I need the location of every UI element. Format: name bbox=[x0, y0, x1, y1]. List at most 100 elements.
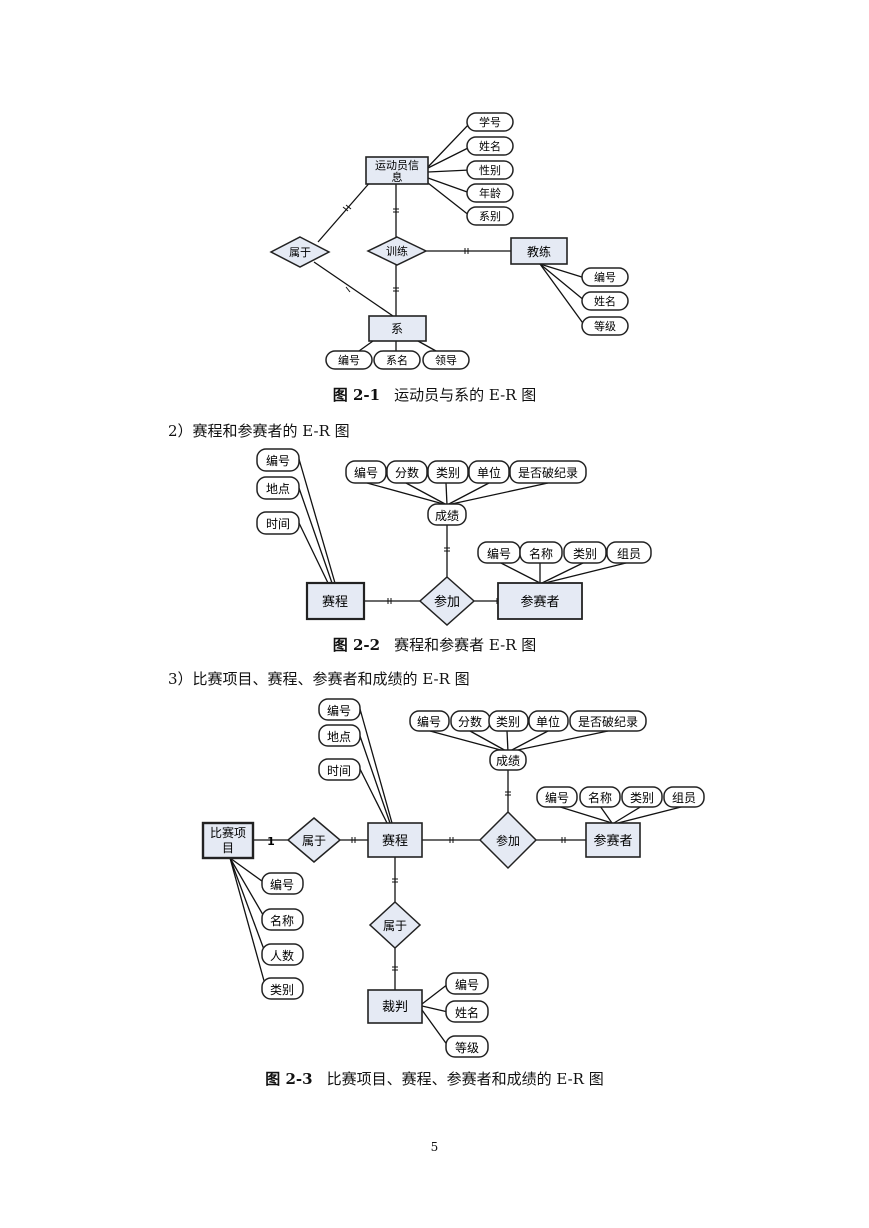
attribute-oval bbox=[488, 710, 529, 732]
result-node: 成绩 bbox=[427, 503, 467, 526]
entity-athlete-info: 运动员信 息 bbox=[365, 156, 429, 185]
attribute-label: 分数 bbox=[458, 714, 482, 729]
attribute-oval bbox=[318, 758, 361, 781]
entity-referee: 裁判 bbox=[367, 989, 423, 1024]
entity-label: 裁判 bbox=[382, 999, 408, 1015]
caption-text: 运动员与系的 E-R 图 bbox=[394, 386, 537, 404]
entity-label: 赛程 bbox=[382, 833, 408, 849]
attribute-label: 学号 bbox=[479, 115, 501, 129]
attribute-label: 编号 bbox=[594, 270, 616, 284]
entity-dept: 系 bbox=[368, 315, 427, 342]
attribute-label: 地点 bbox=[266, 482, 290, 496]
attribute-oval bbox=[256, 511, 300, 535]
attribute-oval bbox=[261, 943, 304, 966]
relation-belongs-referee: 属于 bbox=[368, 900, 422, 950]
entity-event: 比赛项 目 bbox=[201, 821, 255, 860]
attribute-oval bbox=[427, 503, 467, 526]
coach-attributes: 编号 姓名 等级 bbox=[581, 267, 629, 336]
er-diagram-athlete-dept: 运动员信 息 教练 系 属于 训练 学号 姓名 性别 年龄 系别 编号 姓名 bbox=[269, 112, 629, 370]
attribute-label: 组员 bbox=[672, 791, 696, 805]
page-number: 5 bbox=[430, 1140, 439, 1154]
attribute-label: 姓名 bbox=[479, 139, 501, 153]
schedule-attributes: 编号 地点 时间 bbox=[318, 698, 361, 781]
entity-participant: 参赛者 bbox=[497, 582, 583, 620]
attribute-label: 姓名 bbox=[455, 1005, 479, 1020]
attribute-oval bbox=[318, 724, 361, 747]
attribute-label: 系名 bbox=[386, 353, 408, 367]
dept-attributes: 编号 系名 领导 bbox=[325, 350, 470, 370]
attribute-label: 编号 bbox=[417, 714, 441, 729]
athlete-attributes: 学号 姓名 性别 年龄 系别 bbox=[466, 112, 514, 226]
relation-belongs: 属于 bbox=[269, 236, 331, 268]
attribute-oval bbox=[581, 291, 629, 311]
er-diagram-event-schedule-participant-result: 1 比赛项 目 赛程 参赛者 裁判 属于 参加 属于 成绩 编号 分数 类别 bbox=[201, 698, 705, 1058]
attribute-label: 成绩 bbox=[496, 754, 520, 768]
attribute-oval bbox=[422, 350, 470, 370]
fig3-connectors bbox=[229, 708, 686, 1047]
attribute-label: 时间 bbox=[327, 764, 351, 778]
result-attributes: 编号 分数 类别 单位 是否破纪录 bbox=[345, 460, 587, 484]
attribute-label: 类别 bbox=[496, 715, 520, 729]
relation-label: 训练 bbox=[386, 244, 408, 258]
caption-text: 赛程和参赛者 E-R 图 bbox=[394, 636, 537, 654]
attribute-oval bbox=[427, 460, 469, 484]
attribute-label: 是否破纪录 bbox=[518, 465, 578, 480]
attribute-label: 成绩 bbox=[435, 509, 459, 523]
attribute-oval bbox=[509, 460, 587, 484]
entity-label: 教练 bbox=[527, 244, 551, 259]
relation-label: 属于 bbox=[302, 834, 326, 848]
attribute-label: 名称 bbox=[529, 546, 553, 561]
relation-label: 属于 bbox=[383, 919, 407, 933]
attribute-oval bbox=[466, 112, 514, 132]
attribute-oval bbox=[325, 350, 373, 370]
entity-schedule: 赛程 bbox=[305, 581, 366, 621]
fig2-connectors bbox=[298, 458, 631, 604]
attribute-oval bbox=[445, 1000, 489, 1023]
entity-label: 参赛者 bbox=[593, 833, 632, 849]
attribute-oval bbox=[621, 786, 663, 808]
attribute-oval bbox=[536, 786, 578, 808]
entity-label: 目 bbox=[222, 841, 234, 855]
attribute-label: 地点 bbox=[327, 730, 351, 744]
entity-label: 息 bbox=[392, 170, 403, 184]
attribute-label: 编号 bbox=[455, 977, 479, 992]
attribute-label: 编号 bbox=[266, 453, 290, 468]
attribute-label: 时间 bbox=[266, 517, 290, 531]
attribute-label: 组员 bbox=[617, 547, 641, 561]
relation-train: 训练 bbox=[366, 236, 428, 266]
attribute-label: 类别 bbox=[573, 547, 597, 561]
section-heading-2: 2）赛程和参赛者的 E-R 图 bbox=[168, 422, 350, 440]
participant-attributes: 编号 名称 类别 组员 bbox=[477, 541, 652, 564]
attribute-oval bbox=[409, 710, 450, 732]
attribute-label: 编号 bbox=[338, 353, 360, 367]
relation-label: 参加 bbox=[496, 833, 520, 848]
section-heading-3: 3）比赛项目、赛程、参赛者和成绩的 E-R 图 bbox=[168, 670, 470, 688]
attribute-oval bbox=[386, 460, 428, 484]
attribute-label: 人数 bbox=[270, 948, 294, 963]
attribute-label: 姓名 bbox=[594, 294, 616, 308]
entity-label: 赛程 bbox=[322, 594, 348, 610]
attribute-oval bbox=[466, 183, 514, 203]
attribute-oval bbox=[519, 541, 563, 564]
attribute-oval bbox=[466, 160, 514, 180]
attribute-oval bbox=[466, 206, 514, 226]
caption-number: 图 2-3 bbox=[265, 1070, 313, 1088]
er-diagram-schedule-participant: 赛程 参赛者 参加 成绩 编号 地点 时间 编号 分数 类别 单位 是否破纪录 … bbox=[256, 448, 652, 627]
attribute-oval bbox=[261, 872, 304, 895]
attribute-oval bbox=[261, 977, 304, 1000]
attribute-label: 等级 bbox=[455, 1041, 479, 1055]
attribute-oval bbox=[445, 1035, 489, 1058]
attribute-label: 编号 bbox=[327, 703, 351, 718]
attribute-label: 名称 bbox=[270, 913, 294, 928]
attribute-oval bbox=[606, 541, 652, 564]
attribute-oval bbox=[256, 448, 300, 472]
relation-join: 参加 bbox=[418, 575, 476, 627]
attribute-label: 领导 bbox=[435, 354, 457, 367]
attribute-oval bbox=[468, 460, 510, 484]
attribute-label: 类别 bbox=[270, 983, 294, 997]
attribute-label: 年龄 bbox=[479, 186, 501, 200]
attribute-oval bbox=[581, 316, 629, 336]
schedule-attributes: 编号 地点 时间 bbox=[256, 448, 300, 535]
